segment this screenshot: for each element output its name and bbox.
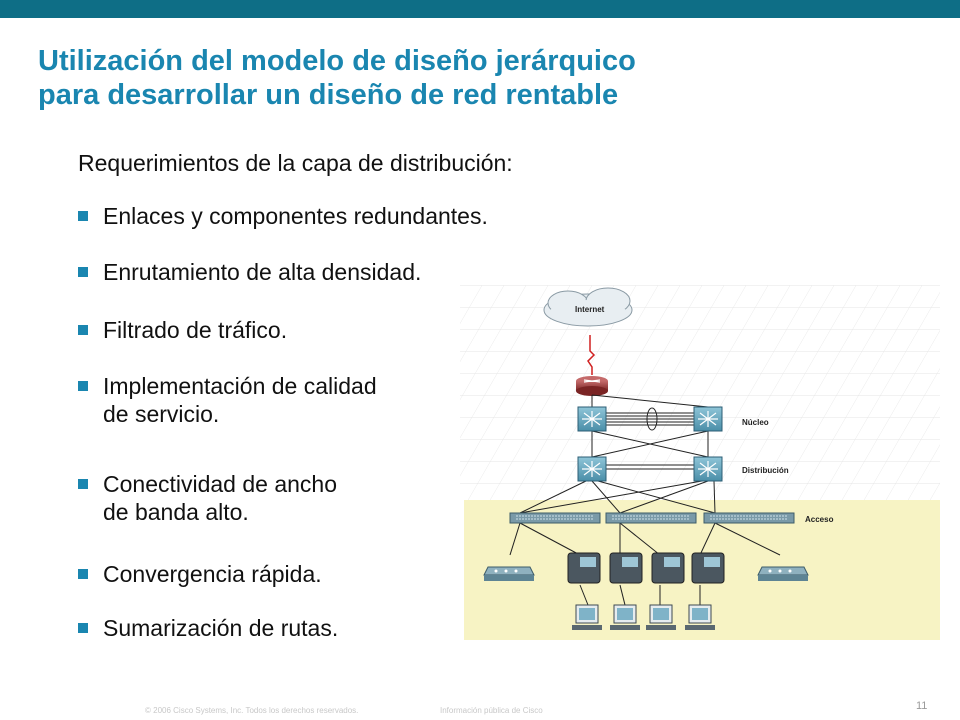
access-switch-icon	[703, 512, 795, 524]
etherchannel-icon	[646, 407, 658, 431]
access-switch-icon	[509, 512, 601, 524]
section-heading: Requerimientos de la capa de distribució…	[78, 150, 513, 176]
footer-copyright: © 2006 Cisco Systems, Inc. Todos los der…	[145, 706, 359, 715]
internet-cloud-icon	[543, 287, 633, 327]
access-switch-icon	[605, 512, 697, 524]
cloud-label: Internet	[575, 305, 605, 314]
ip-phone-icon	[567, 552, 601, 584]
bullet-text: Implementación de calidad	[103, 373, 377, 399]
bullet-text: Enlaces y componentes redundantes.	[103, 203, 488, 229]
bullet-square-icon	[78, 381, 88, 391]
links	[509, 394, 781, 606]
bullet-square-icon	[78, 267, 88, 277]
network-diagram: Internet	[460, 285, 940, 640]
bullet-square-icon	[78, 479, 88, 489]
core-switch-right-icon	[693, 406, 723, 432]
top-banner	[0, 0, 960, 18]
footer-classification: Información pública de Cisco	[440, 706, 543, 715]
bullet-text-continued: de servicio.	[103, 401, 220, 427]
pc-icon	[610, 604, 640, 630]
layer-label-access: Acceso	[805, 515, 834, 524]
bullet-text: Sumarización de rutas.	[103, 615, 339, 641]
bullet-text: Filtrado de tráfico.	[103, 317, 288, 343]
ip-phone-icon	[609, 552, 643, 584]
bullet-square-icon	[78, 325, 88, 335]
bullet-text: Enrutamiento de alta densidad.	[103, 259, 422, 285]
pc-icon	[685, 604, 715, 630]
pc-icon	[646, 604, 676, 630]
ip-phone-icon	[691, 552, 725, 584]
bullet-square-icon	[78, 569, 88, 579]
distribution-switch-left-icon	[577, 456, 607, 482]
distribution-switch-right-icon	[693, 456, 723, 482]
access-point-right-icon	[757, 566, 809, 581]
bullet-square-icon	[78, 211, 88, 221]
edge-router-icon	[576, 376, 608, 396]
bullet-text: Conectividad de ancho	[103, 471, 337, 497]
bullet-text-continued: de banda alto.	[103, 499, 249, 525]
ip-phone-icon	[651, 552, 685, 584]
layer-label-core: Núcleo	[742, 418, 769, 427]
core-switch-left-icon	[577, 406, 607, 432]
title-line-2: para desarrollar un diseño de red rentab…	[38, 79, 619, 111]
title-line-1: Utilización del modelo de diseño jerárqu…	[38, 45, 636, 77]
pc-icon	[572, 604, 602, 630]
layer-label-distribution: Distribución	[742, 466, 789, 475]
access-point-left-icon	[483, 566, 535, 581]
bullet-text: Convergencia rápida.	[103, 561, 322, 587]
page-number: 11	[916, 700, 928, 712]
wan-link-icon	[587, 335, 596, 375]
bullet-square-icon	[78, 623, 88, 633]
slide-title: Utilización del modelo de diseño jerárqu…	[38, 44, 938, 112]
